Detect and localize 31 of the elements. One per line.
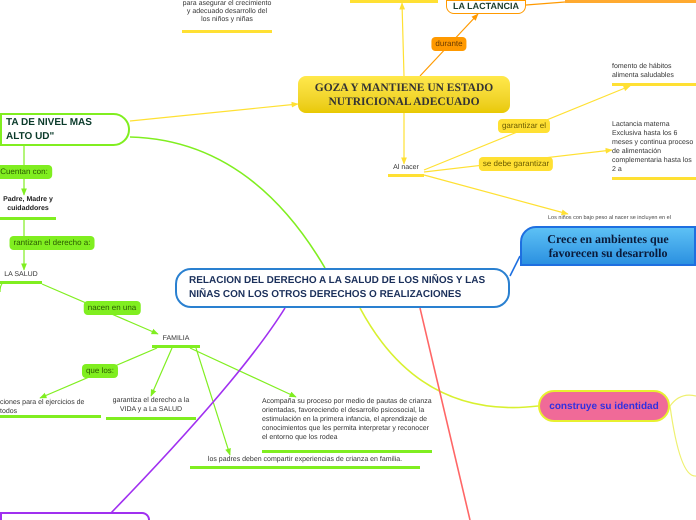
topic-box: GOZA Y MANTIENE UN ESTADO NUTRICIONAL ADECUADO bbox=[298, 76, 510, 113]
connector bbox=[359, 308, 538, 408]
connector bbox=[130, 102, 299, 122]
edge-label: durante bbox=[431, 37, 467, 51]
connector bbox=[190, 347, 297, 398]
topic-box: Crece en ambientes que favorecen su desarrollo bbox=[520, 226, 696, 266]
connector bbox=[0, 284, 2, 292]
central-topic-box: RELACION DEL DERECHO A LA SALUD DE LOS NIÑOS Y LAS NIÑAS CON LOS OTROS DERECHOS O REALIZACIONES bbox=[175, 268, 510, 308]
edge-label: garantizar el bbox=[498, 119, 550, 133]
topic-box: LA LACTANCIA bbox=[446, 0, 526, 14]
connector bbox=[399, 2, 406, 76]
connector bbox=[424, 174, 569, 216]
connector bbox=[195, 348, 231, 456]
topic-box: TA DE NIVEL MAS ALTO UD" bbox=[0, 113, 130, 146]
edge-label: se debe garantizar bbox=[478, 157, 554, 171]
connector bbox=[109, 308, 286, 515]
connector bbox=[509, 256, 521, 276]
connector bbox=[130, 136, 326, 268]
topic-box bbox=[0, 512, 150, 520]
edge-label: nacen en una bbox=[84, 301, 140, 315]
topic-box: construye su identidad bbox=[538, 390, 670, 422]
connector bbox=[401, 113, 407, 165]
edge-label: que los: bbox=[82, 364, 118, 378]
topic-bar bbox=[565, 0, 696, 3]
connector bbox=[419, 308, 471, 520]
connector bbox=[526, 1, 566, 6]
topic-bar bbox=[350, 0, 438, 3]
edge-label: rantizan el derecho a: bbox=[10, 236, 94, 250]
connector bbox=[150, 348, 173, 397]
edge-label: Cuentan con: bbox=[0, 165, 52, 179]
connector bbox=[670, 394, 696, 406]
